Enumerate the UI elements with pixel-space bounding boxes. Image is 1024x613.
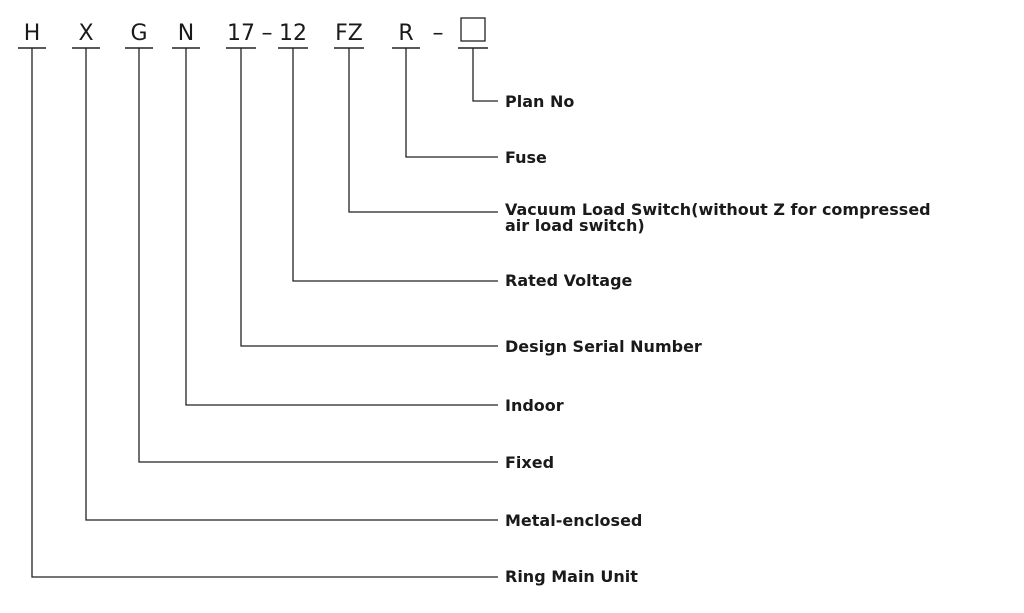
code-switch: FZ — [335, 21, 363, 46]
leader-indoor — [185, 48, 498, 406]
code-letter-n: N — [178, 21, 194, 46]
code-serial: 17 — [227, 21, 255, 46]
plan-no-box — [460, 17, 486, 42]
leader-ring-main-unit — [31, 48, 498, 578]
label-ring-main-unit: Ring Main Unit — [505, 567, 638, 586]
code-letter-g: G — [130, 21, 147, 46]
leader-rated-voltage — [292, 48, 498, 282]
leader-plan-no — [472, 48, 498, 102]
code-dash-2: – — [433, 21, 444, 46]
label-indoor: Indoor — [505, 396, 564, 415]
leader-design-serial — [240, 48, 498, 347]
label-fuse: Fuse — [505, 148, 547, 167]
code-letter-h: H — [24, 21, 41, 46]
code-dash-1: – — [262, 21, 273, 46]
code-letter-x: X — [78, 21, 93, 46]
label-metal-enclosed: Metal-enclosed — [505, 511, 642, 530]
leader-vacuum-switch — [348, 48, 498, 213]
leader-fuse — [405, 48, 498, 158]
leader-metal-enclosed — [85, 48, 498, 521]
code-fuse: R — [398, 21, 413, 46]
label-rated-voltage: Rated Voltage — [505, 271, 633, 290]
label-vacuum-line-2: air load switch) — [505, 216, 645, 235]
leader-fixed — [138, 48, 498, 463]
label-vacuum-line-1: Vacuum Load Switch(without Z for compres… — [505, 200, 931, 219]
label-plan-no: Plan No — [505, 92, 574, 111]
label-fixed: Fixed — [505, 453, 554, 472]
code-voltage: 12 — [279, 21, 307, 46]
label-design-serial: Design Serial Number — [505, 337, 702, 356]
